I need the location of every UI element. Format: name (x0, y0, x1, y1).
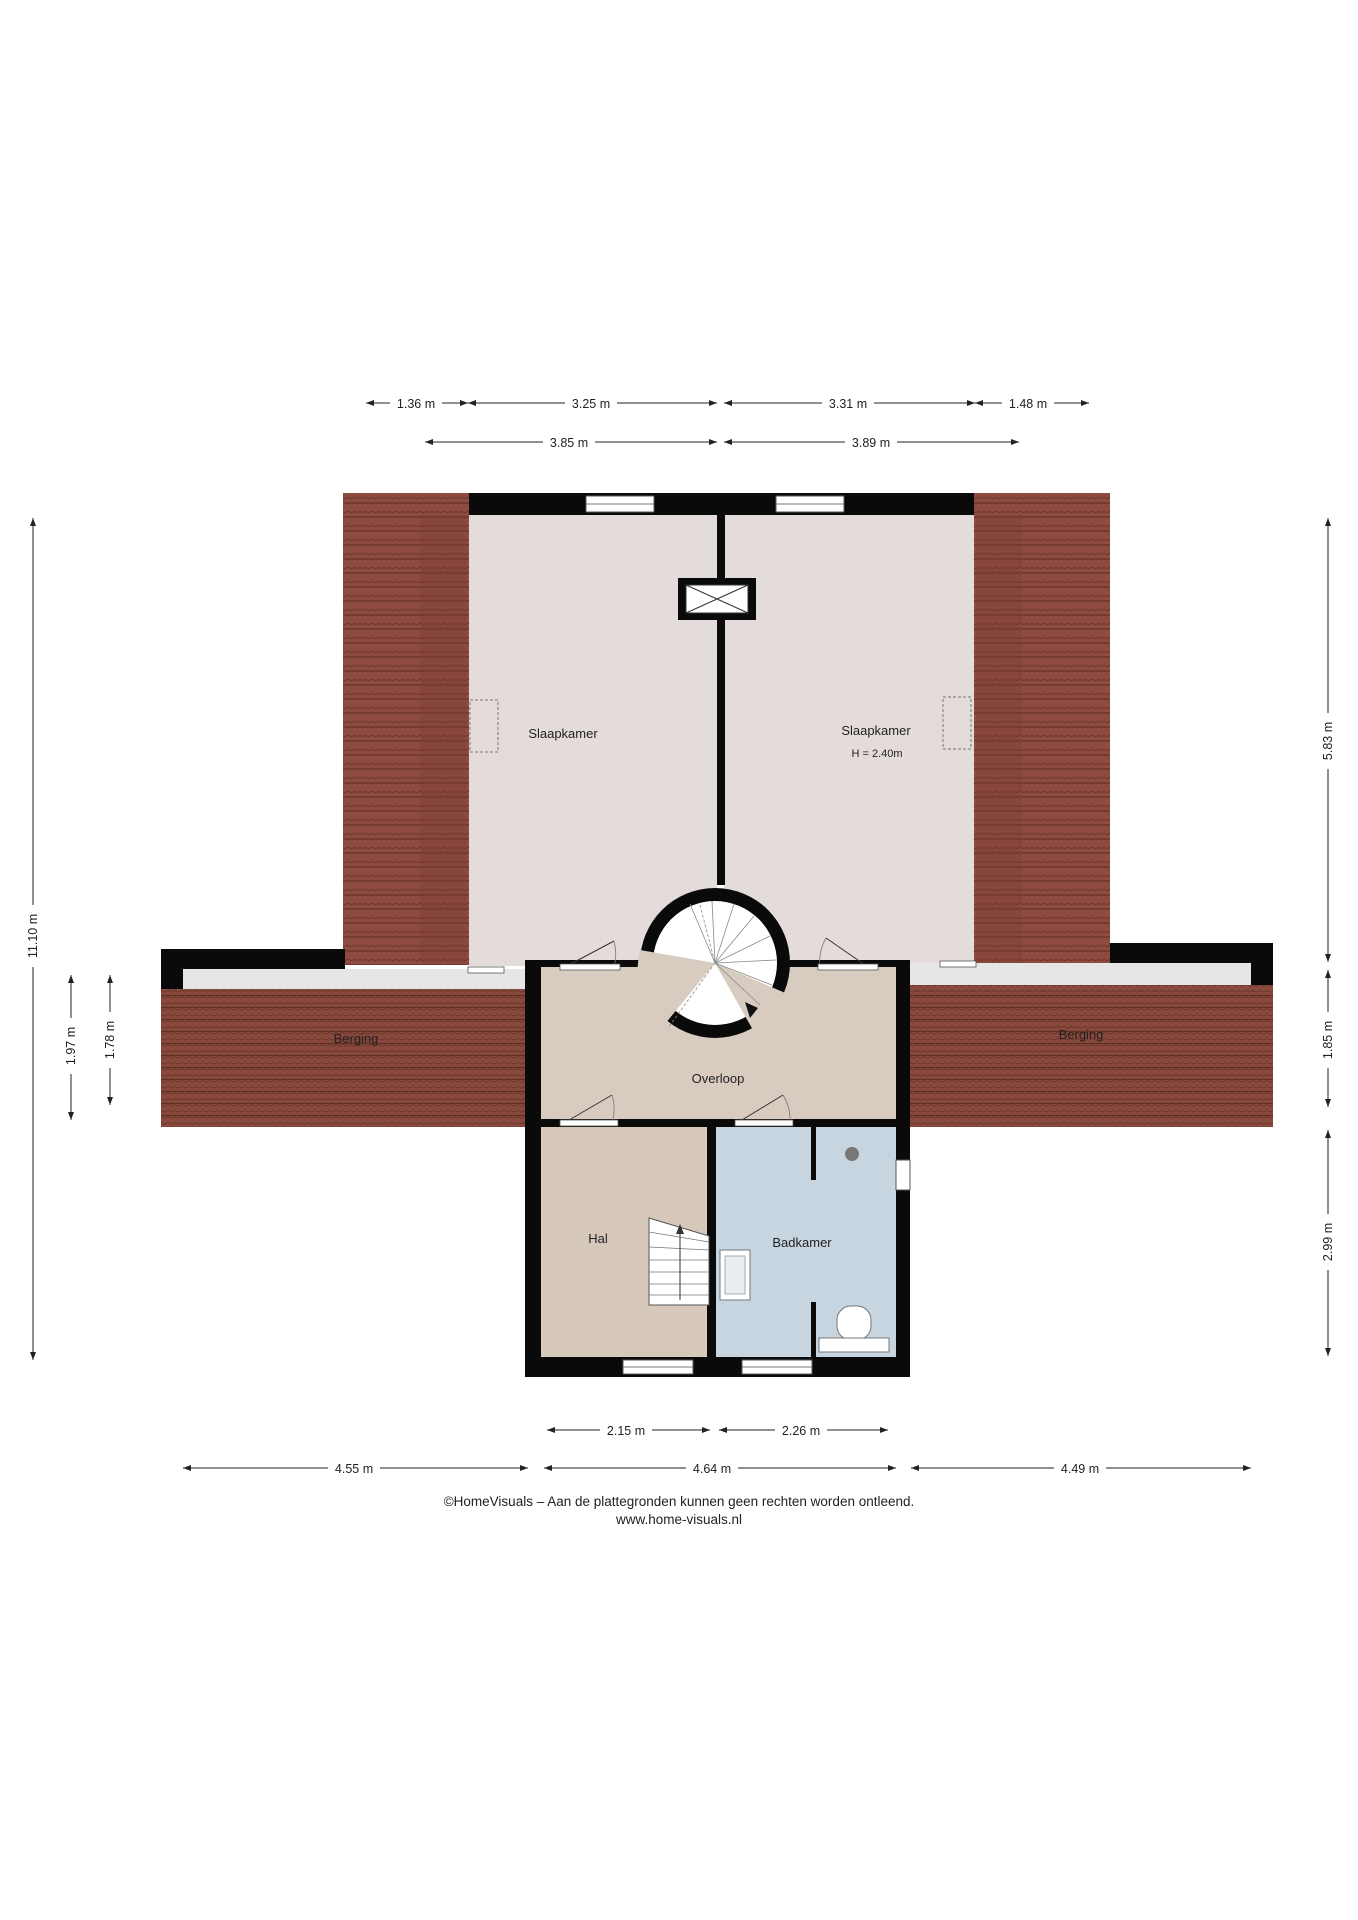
dimension-labels: 1.36 m 3.25 m 3.31 m 1.48 m 3.85 m 3.89 … (24, 393, 1337, 1477)
dim-bottom-row2-2: 4.64 m (693, 1462, 731, 1476)
core-wall-middle (541, 1119, 896, 1127)
berging-left-roof (161, 989, 530, 1127)
window-badkamer-side (895, 1159, 911, 1191)
berging-right-roof (910, 985, 1273, 1127)
hal-badkamer-wall (707, 1127, 716, 1357)
dim-top-1: 1.36 m (397, 397, 435, 411)
dim-bottom-2: 2.26 m (782, 1424, 820, 1438)
dim-top-row2-2: 3.89 m (852, 436, 890, 450)
shower-drain (845, 1147, 859, 1161)
roof-right-upper-inner (976, 515, 1022, 963)
top-wall (469, 493, 974, 515)
room-label-badkamer: Badkamer (772, 1235, 832, 1250)
dim-left-total: 11.10 m (26, 914, 40, 958)
room-height-label: H = 2.40m (851, 748, 902, 760)
hal-staircase (648, 1217, 710, 1306)
spiral-staircase (637, 888, 791, 1060)
dim-bottom-row2-1: 4.55 m (335, 1462, 373, 1476)
core-wall-bottom (525, 1357, 910, 1377)
door-swing-hal (559, 1094, 619, 1127)
room-label-slaapkamer-left: Slaapkamer (528, 726, 598, 741)
room-label-berging-left: Berging (334, 1031, 379, 1046)
door-swing-overloop-left (559, 940, 621, 971)
roof-left-upper (343, 493, 469, 965)
berging-right-gutter (910, 963, 1251, 985)
opening-berging-left (467, 966, 505, 974)
dim-bottom-row2-3: 4.49 m (1061, 1462, 1099, 1476)
dim-top-4: 1.48 m (1009, 397, 1047, 411)
roof-left-upper-inner (420, 515, 466, 963)
room-label-berging-right: Berging (1059, 1027, 1104, 1042)
dim-left-b: 1.78 m (103, 1021, 117, 1059)
dim-right-top: 5.83 m (1321, 722, 1335, 760)
dim-top-row2-1: 3.85 m (550, 436, 588, 450)
shower-partition (811, 1127, 816, 1180)
opening-berging-right (939, 960, 977, 968)
door-swing-overloop-right (817, 937, 879, 971)
room-label-hal: Hal (588, 1231, 608, 1246)
slaapkamer-left-floor (469, 515, 717, 966)
slaapkamer-right-floor (724, 515, 974, 966)
dim-top-3: 3.31 m (829, 397, 867, 411)
dim-left-a: 1.97 m (64, 1027, 78, 1065)
door-swing-badkamer (734, 1094, 794, 1127)
toilet (836, 1305, 872, 1341)
room-label-overloop: Overloop (692, 1071, 745, 1086)
dim-right-mid: 1.85 m (1321, 1021, 1335, 1059)
footer-url: www.home-visuals.nl (615, 1512, 743, 1527)
footer-copyright: ©HomeVisuals – Aan de plattegronden kunn… (443, 1494, 915, 1509)
core-wall-left (525, 964, 541, 1377)
dim-right-bottom: 2.99 m (1321, 1223, 1335, 1261)
bedroom-partition-wall (717, 515, 725, 885)
berging-left-gutter (183, 969, 529, 991)
roof-right-upper (973, 493, 1110, 965)
dimension-arrows (30, 400, 1331, 1471)
dim-top-2: 3.25 m (572, 397, 610, 411)
berging-right-wall-outer (1110, 943, 1273, 963)
berging-left-wall-outer (161, 949, 345, 969)
room-label-slaapkamer-right: Slaapkamer (841, 723, 911, 738)
dim-bottom-1: 2.15 m (607, 1424, 645, 1438)
